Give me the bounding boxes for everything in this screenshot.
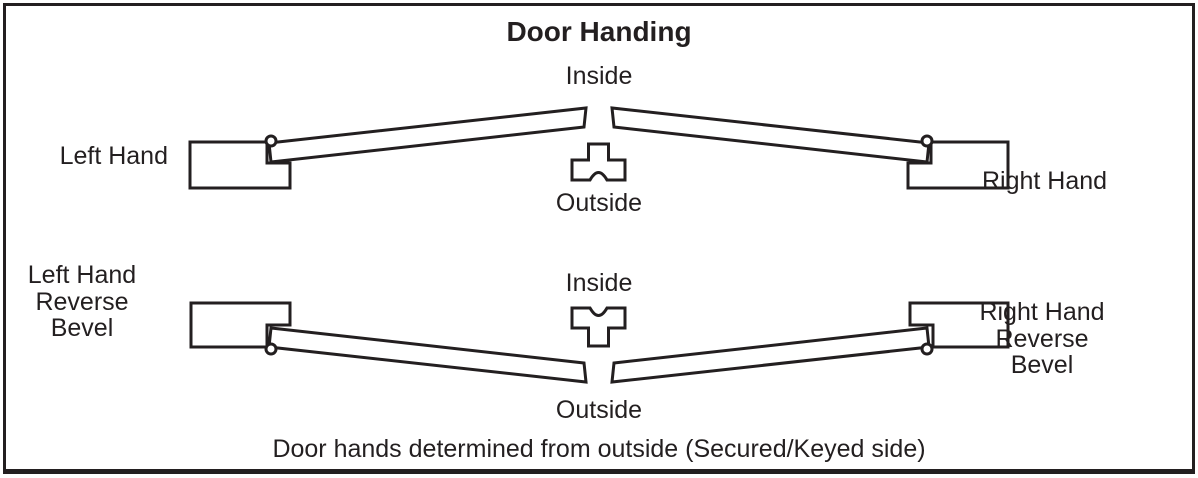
outside-label-bottom-row: Outside — [555, 396, 643, 424]
left-hand-reverse-bevel-line1: Left Hand — [27, 261, 137, 289]
key-cross-section-icon — [570, 306, 627, 348]
hinge-pivot-icon — [920, 342, 934, 356]
door-jamb — [189, 301, 292, 349]
door-leaf — [610, 326, 931, 384]
key-cross-section-icon — [570, 142, 627, 182]
left-hand-reverse-bevel-diagram — [189, 301, 588, 384]
left-hand-diagram — [188, 106, 588, 190]
left-hand-label: Left Hand — [59, 142, 168, 170]
figure-title: Door Handing — [506, 16, 692, 47]
right-hand-label: Right Hand — [982, 167, 1108, 195]
right-hand-reverse-bevel-diagram — [610, 301, 1010, 384]
hinge-pivot-icon — [264, 134, 278, 148]
hinge-pivot-icon — [264, 342, 278, 356]
left-hand-reverse-bevel-label: Left Hand Reverse Bevel — [6, 262, 158, 342]
inside-label-top-row: Inside — [565, 62, 633, 90]
door-leaf — [267, 106, 588, 164]
right-hand-diagram — [610, 106, 1010, 190]
figure-caption: Door hands determined from outside (Secu… — [272, 435, 926, 463]
right-hand-reverse-bevel-line2: Reverse Bevel — [995, 324, 1089, 379]
outside-label-top-row: Outside — [555, 189, 643, 217]
figure-border — [3, 3, 1195, 474]
door-leaf — [610, 106, 931, 164]
inside-label-bottom-row: Inside — [565, 269, 633, 297]
hinge-pivot-icon — [920, 134, 934, 148]
right-hand-reverse-bevel-line1: Right Hand — [979, 298, 1105, 326]
right-hand-reverse-bevel-label: Right Hand Reverse Bevel — [966, 299, 1118, 379]
door-leaf — [267, 326, 588, 384]
left-hand-reverse-bevel-line2: Reverse Bevel — [35, 287, 129, 342]
